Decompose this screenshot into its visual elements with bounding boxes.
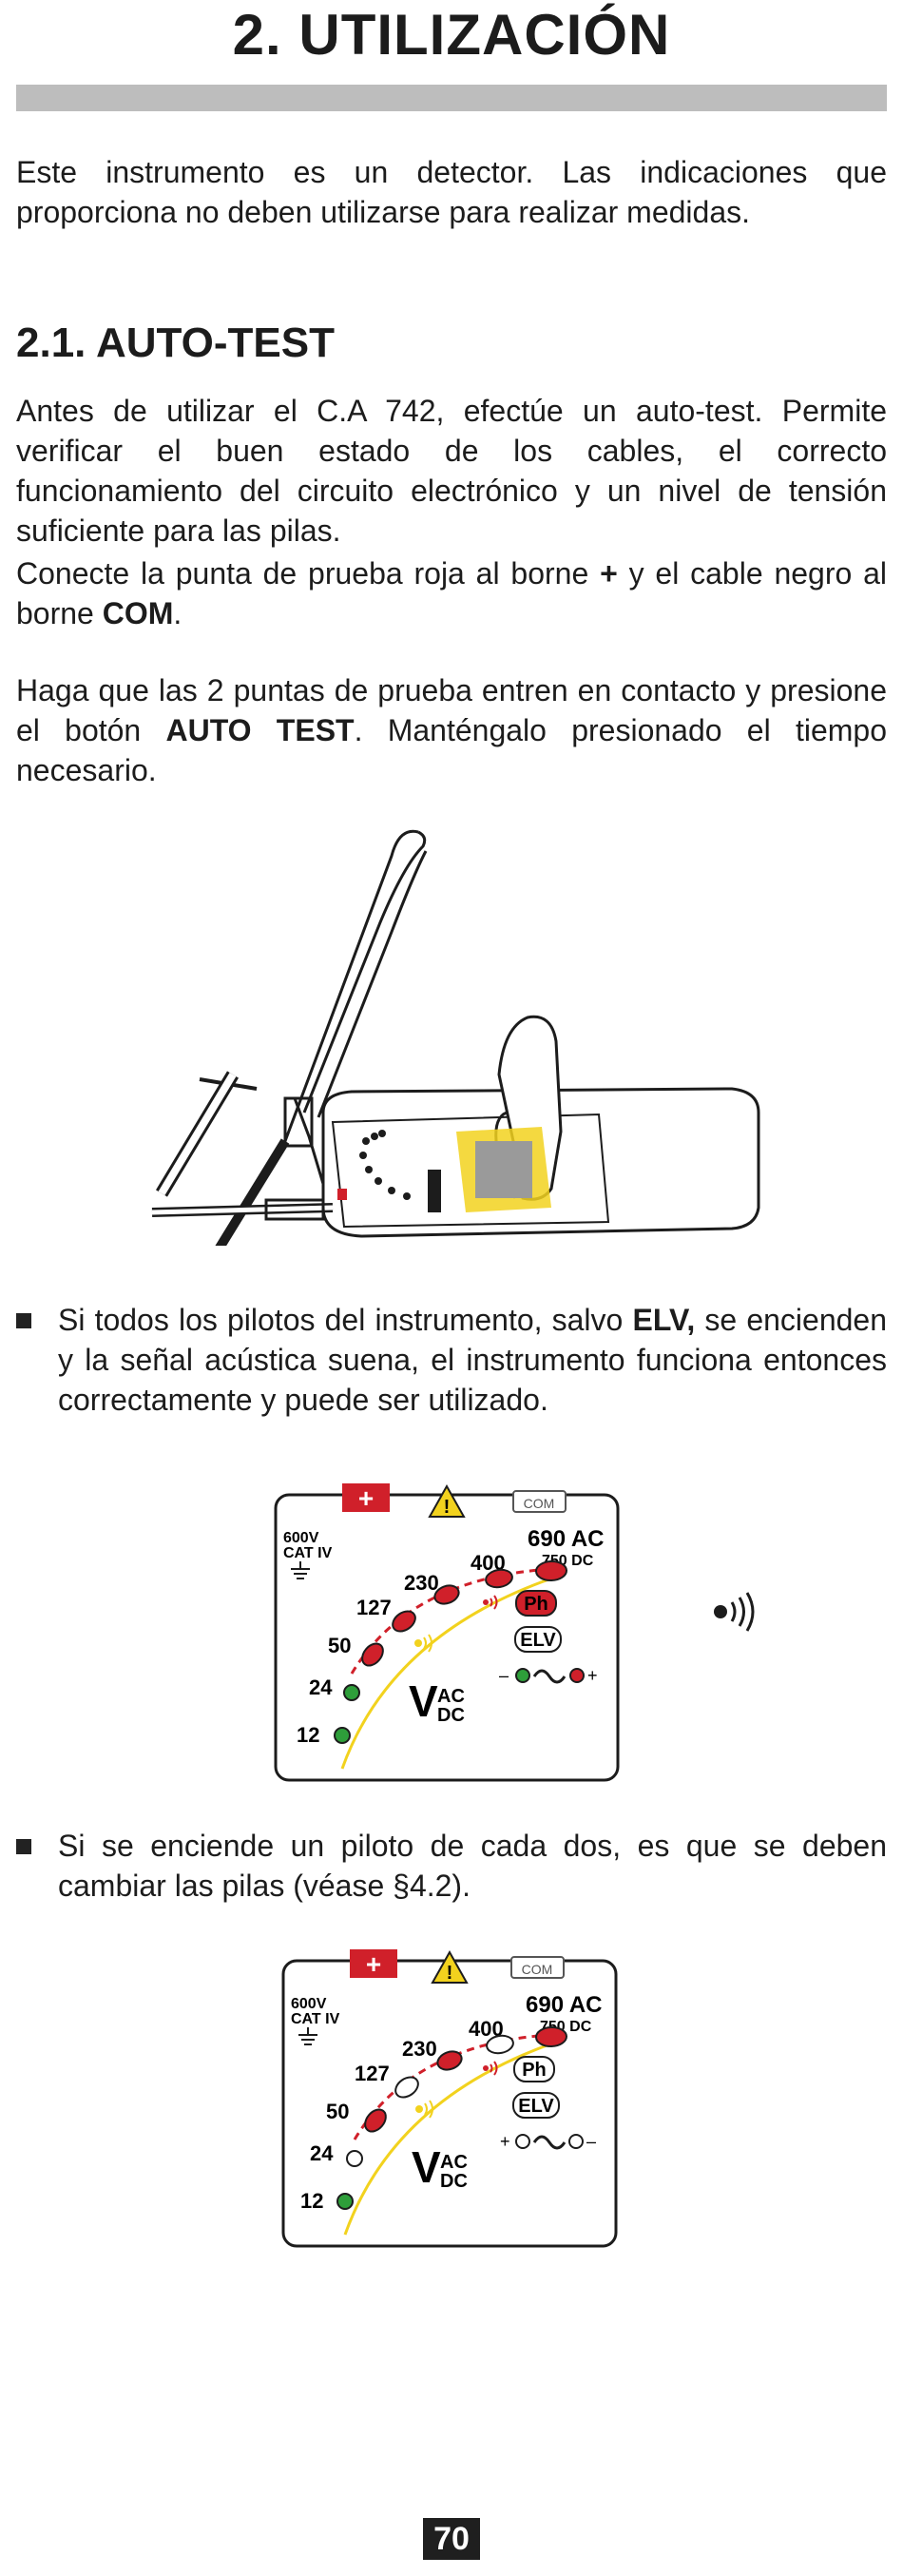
svg-text:+: +	[587, 1666, 598, 1685]
led-230	[436, 2050, 463, 2071]
led-12	[334, 1727, 351, 1744]
bullet-square-icon	[16, 1313, 31, 1328]
led-24	[343, 1684, 360, 1701]
svg-text:24: 24	[310, 2141, 334, 2165]
svg-text:Ph: Ph	[522, 2060, 547, 2081]
title-rule	[16, 85, 887, 111]
sound-small-icon	[415, 2100, 433, 2119]
bullet-all-leds: Si todos los pilotos del instrumento, sa…	[16, 1300, 887, 1420]
ground-icon	[291, 1561, 310, 1579]
svg-text:127: 127	[356, 1596, 392, 1619]
led-690	[535, 1559, 567, 1582]
bullet-half-leds: Si se enciende un piloto de cada dos, es…	[16, 1826, 887, 1906]
page-number: 70	[423, 2518, 480, 2560]
led-12	[336, 2193, 354, 2210]
cat-voltage-label: 600V	[283, 1530, 319, 1546]
led-400	[486, 2034, 514, 2055]
svg-text:12: 12	[297, 1723, 319, 1747]
elv-led-label: ELV	[520, 1630, 556, 1651]
svg-text:DC: DC	[440, 2171, 468, 2192]
svg-text:DC: DC	[437, 1705, 465, 1726]
svg-text:127: 127	[355, 2062, 390, 2085]
led-50	[361, 1642, 384, 1667]
ac-wave-icon	[532, 1669, 567, 1684]
svg-text:+: +	[366, 1949, 381, 1979]
sound-red-icon	[483, 2061, 498, 2076]
svg-text:12: 12	[300, 2189, 323, 2213]
svg-text:AC: AC	[437, 1686, 465, 1707]
cat-iv-label: CAT IV	[283, 1545, 333, 1561]
svg-text:AC: AC	[440, 2152, 468, 2173]
v690-label: 690 AC	[528, 1526, 604, 1552]
intro-paragraph: Este instrumento es un detector. Las ind…	[16, 155, 887, 229]
buzzer-icon	[714, 1592, 755, 1632]
sound-red-icon	[483, 1595, 498, 1610]
led-50	[364, 2108, 387, 2133]
svg-text:–: –	[499, 1666, 509, 1685]
ph-led-label: Ph	[524, 1594, 548, 1615]
v-symbol: V	[409, 1676, 438, 1726]
sound-small-icon	[414, 1634, 432, 1653]
page-title: 2. UTILIZACIÓN	[232, 3, 671, 67]
svg-text:COM: COM	[522, 1962, 553, 1977]
svg-text:50: 50	[328, 1634, 351, 1657]
led-127	[392, 1610, 416, 1633]
com-terminal-label: COM	[524, 1496, 555, 1511]
svg-text:24: 24	[309, 1675, 333, 1699]
led-panel-half-on: + ! COM 600V CAT IV 690 AC 750 DC 400 23…	[281, 1949, 618, 2248]
svg-text:V: V	[412, 2142, 441, 2192]
svg-text:CAT IV: CAT IV	[291, 2011, 340, 2027]
svg-text:50: 50	[326, 2100, 349, 2123]
led-690	[535, 2025, 567, 2048]
section-title: 2.1. AUTO-TEST	[16, 320, 335, 366]
paragraph-press-button: Haga que las 2 puntas de prueba entren e…	[16, 673, 888, 787]
svg-text:!: !	[444, 1497, 451, 1518]
svg-text:230: 230	[404, 1571, 439, 1595]
led-127	[394, 2076, 419, 2099]
svg-text:ELV: ELV	[518, 2096, 554, 2117]
warning-icon	[431, 1949, 469, 1984]
ground-icon	[298, 2027, 317, 2045]
bullet-square-icon	[16, 1839, 31, 1854]
svg-text:!: !	[447, 1963, 453, 1984]
paragraph-connect: Conecte la punta de prueba roja al borne…	[16, 556, 888, 630]
led-230	[433, 1584, 460, 1605]
led-400	[485, 1568, 513, 1589]
device-illustration	[151, 829, 760, 1246]
led-panel-all-on: + ! COM 600V CAT IV 690 AC 750 DC 400 23…	[274, 1483, 755, 1782]
warning-icon	[428, 1483, 466, 1518]
svg-text:–: –	[586, 2132, 596, 2151]
plus-terminal-label: +	[358, 1483, 374, 1513]
led-24	[346, 2150, 363, 2167]
svg-text:690 AC: 690 AC	[526, 1992, 602, 2018]
paragraph-auto-test: Antes de utilizar el C.A 742, efectúe un…	[16, 394, 887, 548]
svg-text:600V: 600V	[291, 1996, 327, 2012]
svg-text:230: 230	[402, 2037, 437, 2061]
ac-wave-icon	[532, 2135, 567, 2150]
svg-text:+: +	[500, 2132, 510, 2151]
